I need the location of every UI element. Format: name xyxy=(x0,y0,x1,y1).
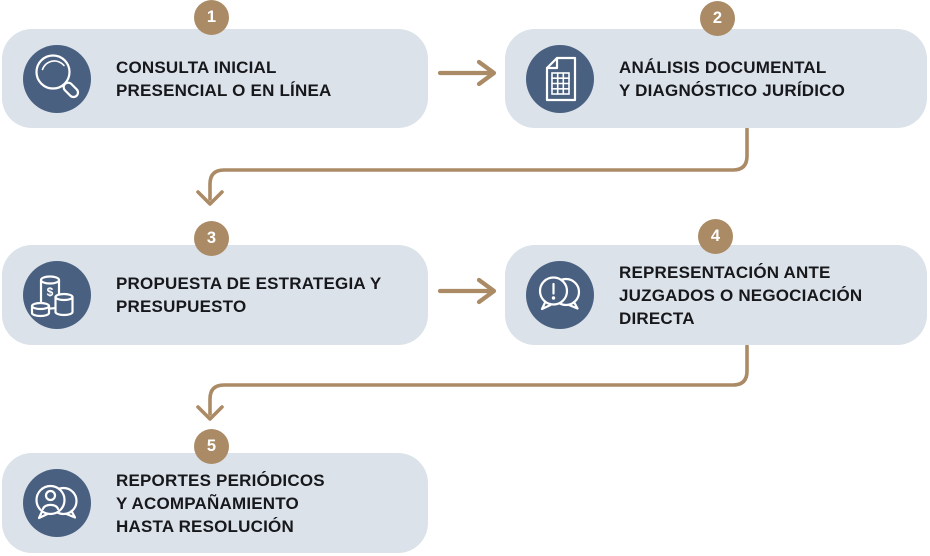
step-number-badge: 3 xyxy=(194,221,229,256)
step-card-5: REPORTES PERIÓDICOS Y ACOMPAÑAMIENTO HAS… xyxy=(2,453,428,553)
step-number-badge: 2 xyxy=(700,1,735,36)
step-title: REPRESENTACIÓN ANTE JUZGADOS O NEGOCIACI… xyxy=(619,262,863,328)
step-title: ANÁLISIS DOCUMENTAL Y DIAGNÓSTICO JURÍDI… xyxy=(619,57,846,100)
step-number-badge: 5 xyxy=(194,429,229,464)
step-card-1: CONSULTA INICIAL PRESENCIAL O EN LÍNEA xyxy=(2,29,428,128)
magnifier-icon xyxy=(35,53,80,98)
connector-step4-to-step5 xyxy=(208,344,749,416)
step-icon-circle xyxy=(23,44,91,113)
step-card-2: ANÁLISIS DOCUMENTAL Y DIAGNÓSTICO JURÍDI… xyxy=(505,29,927,128)
step-number-badge: 4 xyxy=(698,219,733,254)
arrow-down-icon xyxy=(196,190,224,206)
coins-icon: $ xyxy=(30,275,74,318)
arrow-down-icon xyxy=(196,405,224,421)
step-title: PROPUESTA DE ESTRATEGIA Y PRESUPUESTO xyxy=(116,274,382,316)
step-icon-circle xyxy=(526,44,594,113)
document-icon xyxy=(545,56,577,101)
step-card-3: $ PROPUESTA DE ESTRATEGIA Y PRESUPUESTO xyxy=(2,245,428,345)
arrow-right-icon xyxy=(437,277,497,305)
step-number-badge: 1 xyxy=(194,0,229,35)
connector-step2-to-step3 xyxy=(208,127,749,201)
step-icon-circle xyxy=(526,261,594,329)
step-icon-circle xyxy=(23,469,91,537)
svg-text:$: $ xyxy=(47,285,54,299)
step-card-4: REPRESENTACIÓN ANTE JUZGADOS O NEGOCIACI… xyxy=(505,245,927,345)
speech-bubble-person-icon xyxy=(35,484,78,520)
step-title: REPORTES PERIÓDICOS Y ACOMPAÑAMIENTO HAS… xyxy=(116,470,325,536)
arrow-right-icon xyxy=(437,59,497,87)
step-icon-circle: $ xyxy=(23,261,91,329)
step-title: CONSULTA INICIAL PRESENCIAL O EN LÍNEA xyxy=(116,57,332,100)
speech-bubble-alert-icon xyxy=(538,276,581,311)
